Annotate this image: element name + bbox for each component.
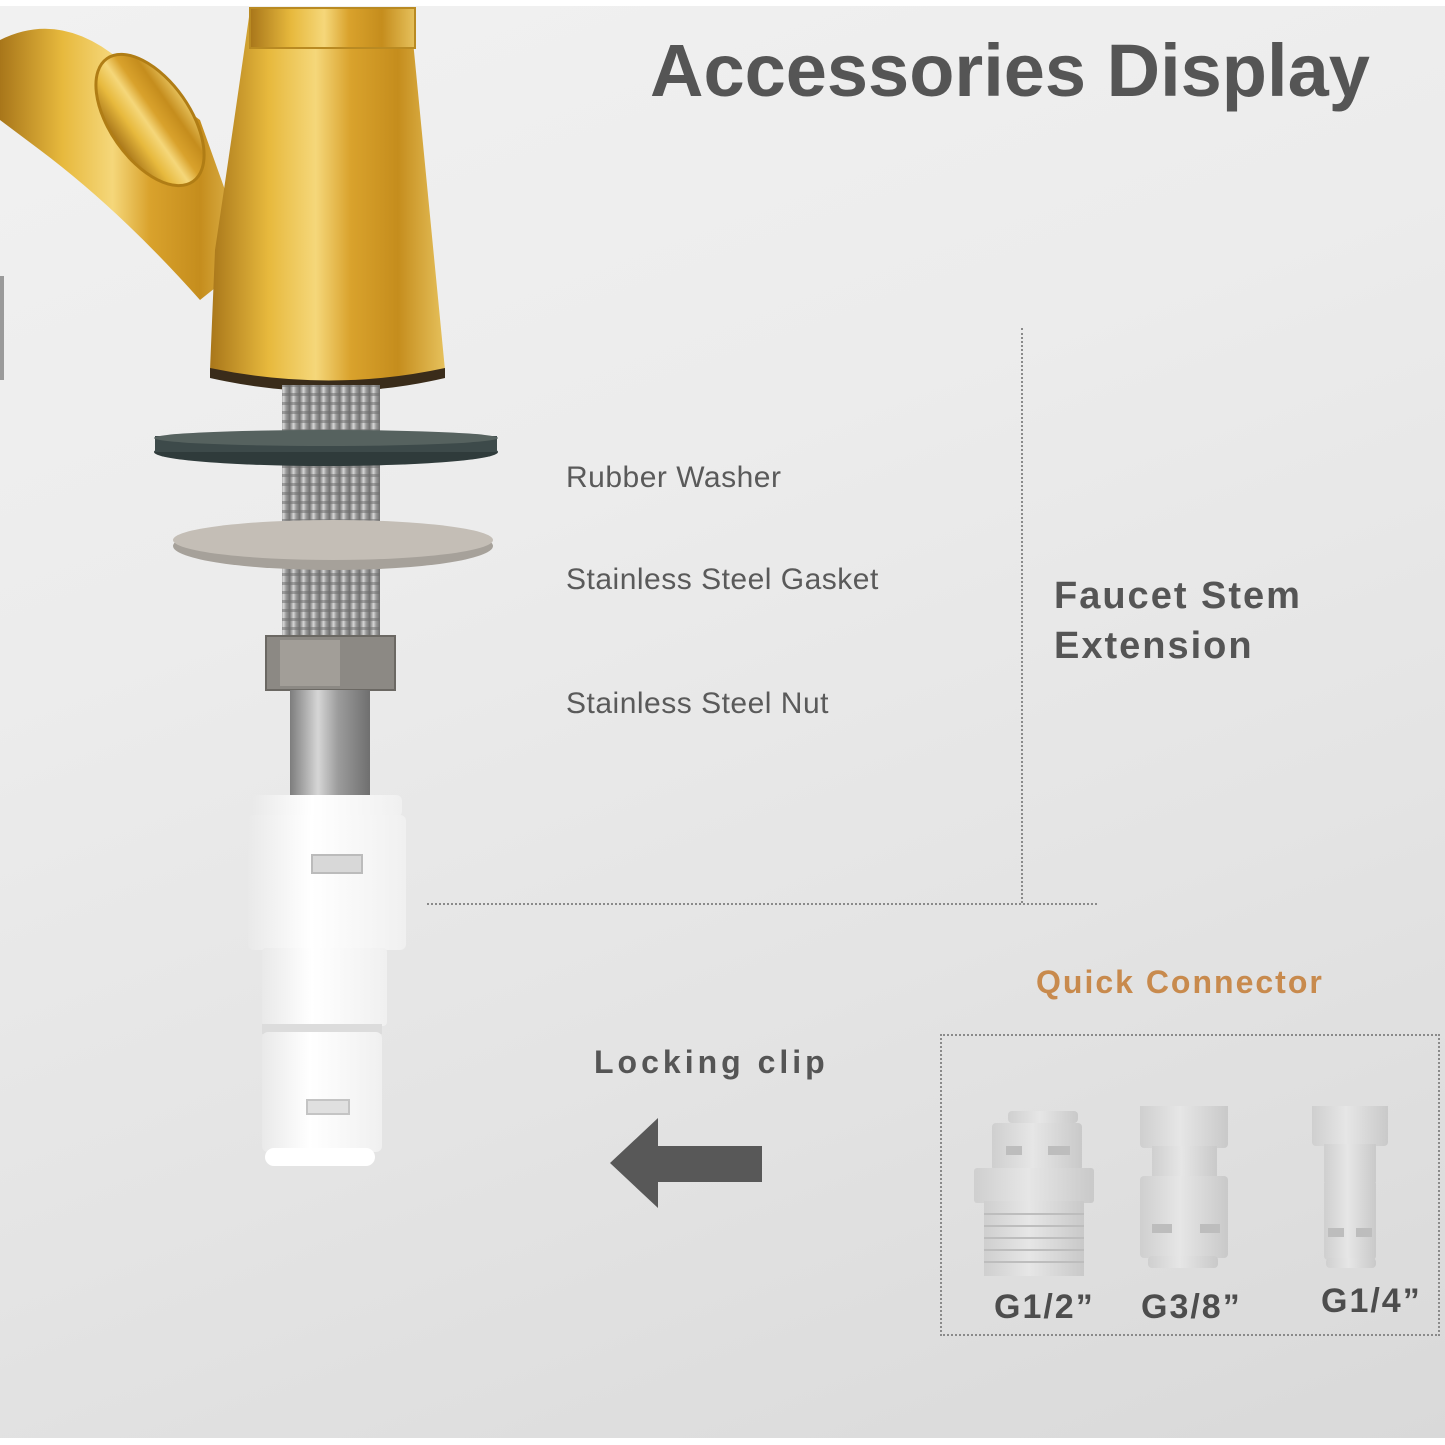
size-label-g3-8: G3/8”: [1141, 1288, 1242, 1326]
vertical-dotted-divider: [1021, 328, 1023, 903]
label-rubber-washer: Rubber Washer: [566, 461, 782, 494]
faucet-stem-line2: Extension: [1054, 625, 1254, 667]
label-stainless-nut: Stainless Steel Nut: [566, 687, 829, 720]
label-stainless-gasket: Stainless Steel Gasket: [566, 563, 879, 596]
faucet-stem-extension-heading: Faucet Stem Extension: [1054, 571, 1302, 671]
quick-connector-fittings: [974, 1106, 1388, 1276]
size-label-g1-4: G1/4”: [1321, 1282, 1422, 1320]
fitting-g1-4: [1312, 1106, 1388, 1268]
horizontal-dotted-divider: [427, 903, 1097, 905]
edge-divider: [0, 276, 4, 380]
quick-connector-heading: Quick Connector: [1036, 964, 1324, 1000]
faucet-illustration: [0, 7, 498, 1166]
faucet-stem-line1: Faucet Stem: [1054, 575, 1302, 617]
locking-clip-label: Locking clip: [594, 1044, 829, 1080]
size-label-g1-2: G1/2”: [994, 1288, 1095, 1326]
fitting-g1-2: [974, 1111, 1094, 1276]
page-title: Accessories Display: [650, 29, 1370, 112]
fitting-g3-8: [1140, 1106, 1228, 1268]
quick-connector-box: [940, 1034, 1440, 1336]
arrow-left-icon: [610, 1118, 762, 1208]
accessories-display-canvas: Accessories Display Rubber Washer Stainl…: [0, 6, 1445, 1438]
